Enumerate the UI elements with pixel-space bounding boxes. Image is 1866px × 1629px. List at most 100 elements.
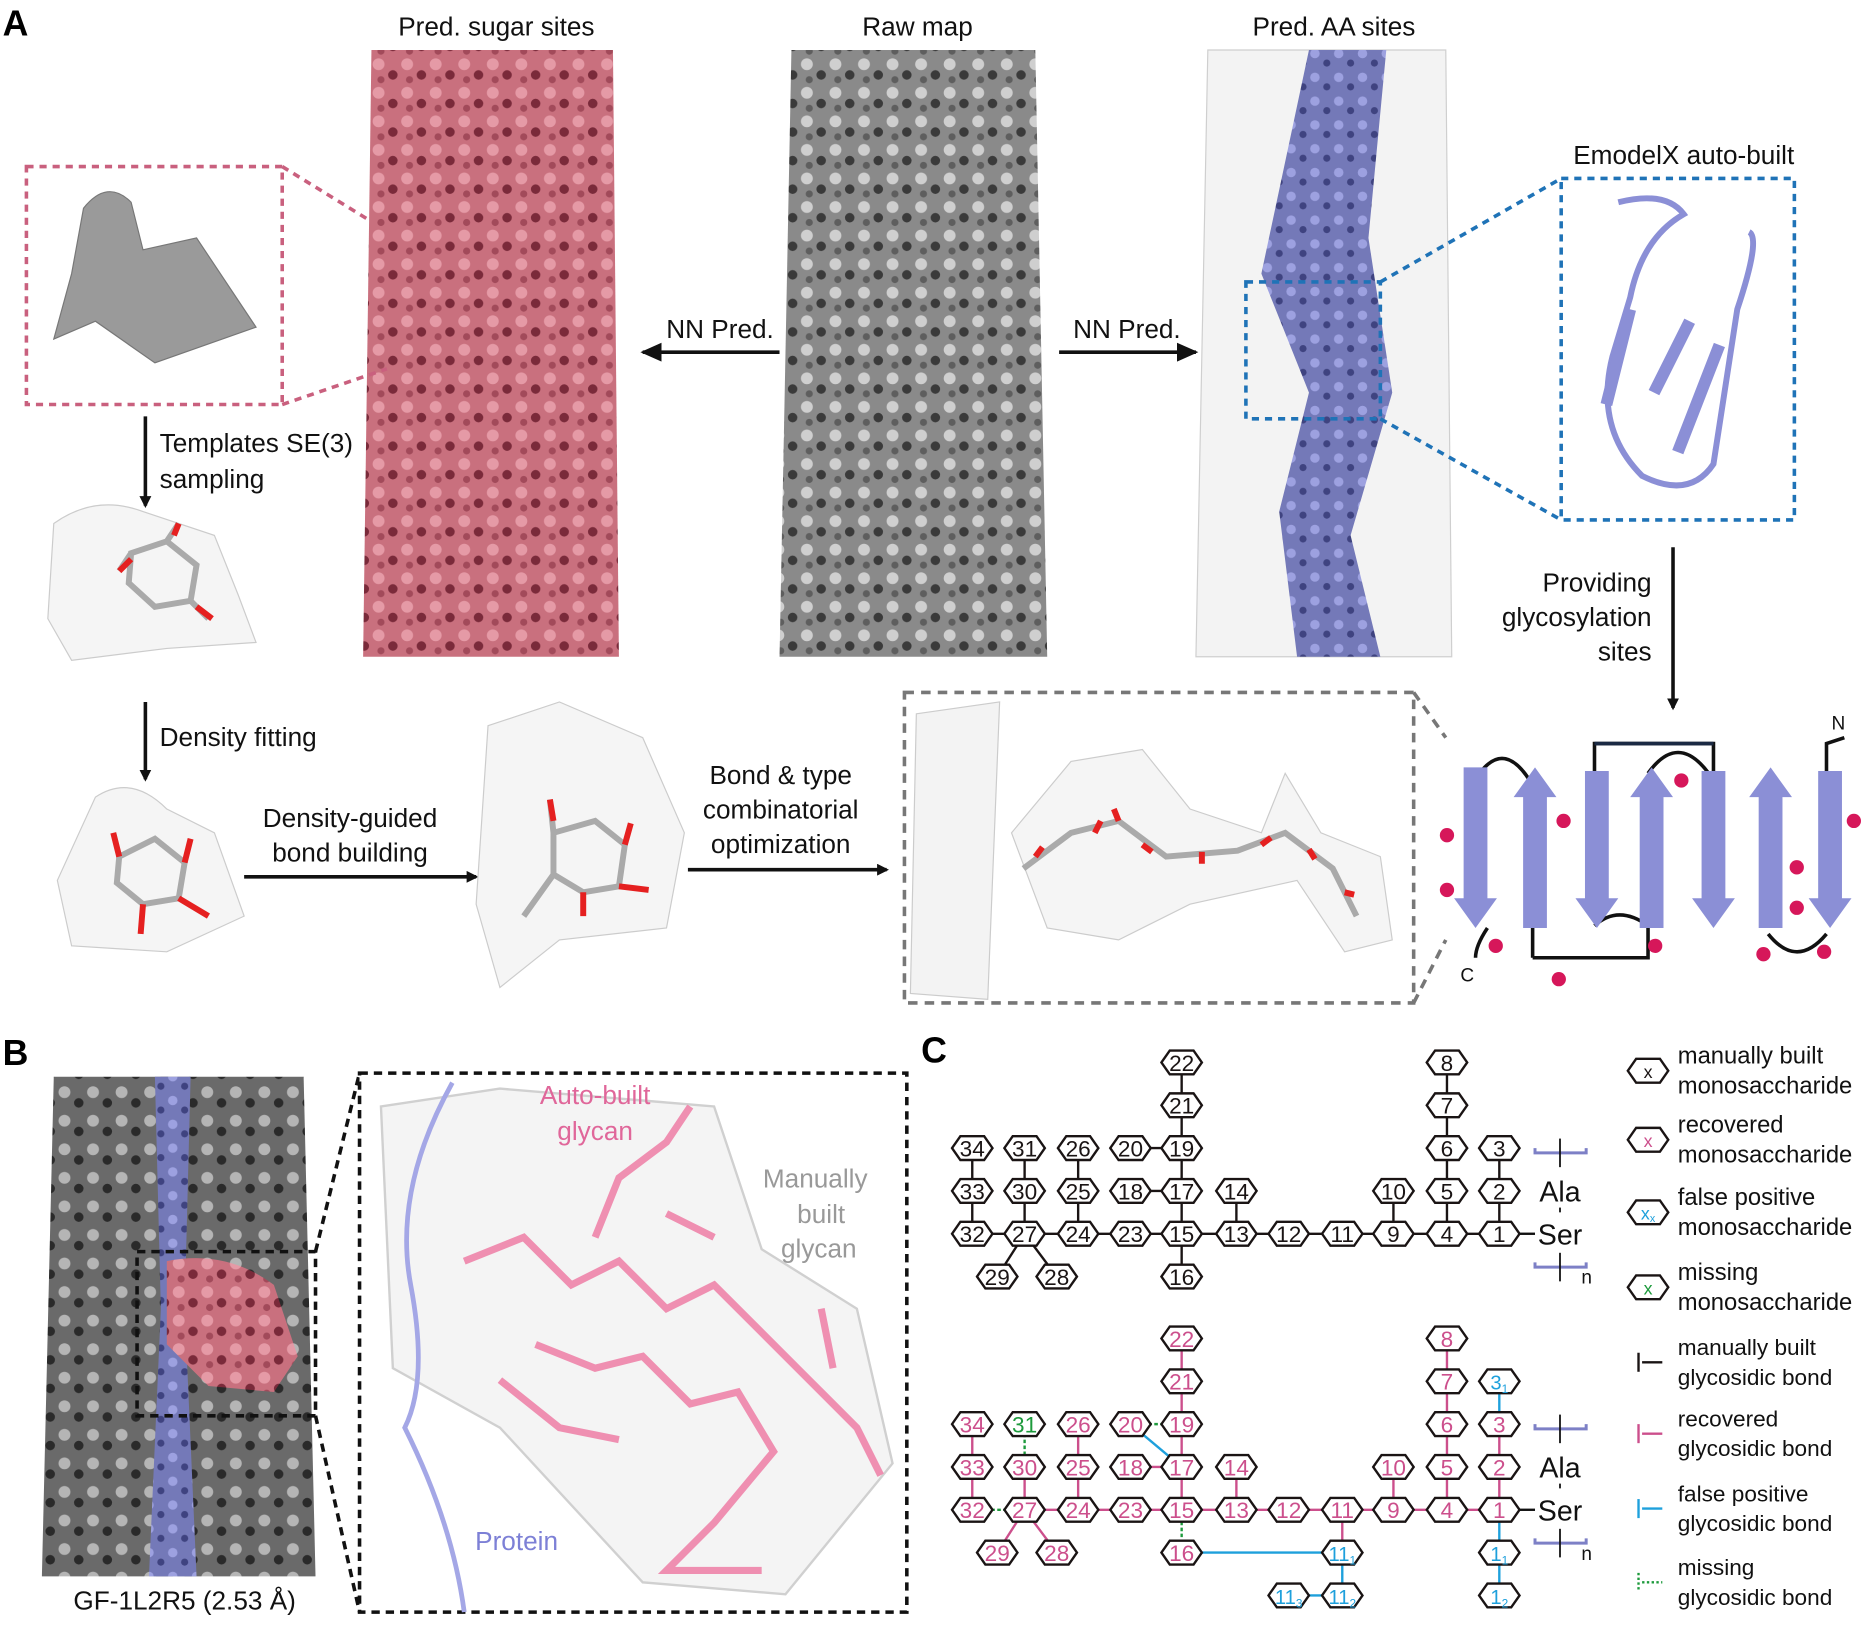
template-zoom-box xyxy=(24,164,284,407)
monosaccharide-node: 34 xyxy=(950,1135,994,1161)
svg-text:33: 33 xyxy=(960,1179,985,1204)
svg-text:21: 21 xyxy=(1169,1370,1194,1395)
residue-ala: Ala xyxy=(1539,1177,1580,1209)
monosaccharide-node: 14 xyxy=(1214,1453,1259,1480)
monosaccharide-node: 12 xyxy=(1267,1496,1311,1523)
monosaccharide-node: 9 xyxy=(1371,1496,1416,1523)
svg-text:4: 4 xyxy=(1441,1498,1454,1523)
svg-text:11: 11 xyxy=(1331,1498,1354,1523)
monosaccharide-node: 29 xyxy=(975,1539,1019,1566)
monosaccharide-node: 5 xyxy=(1425,1453,1469,1480)
svg-text:monosaccharide: monosaccharide xyxy=(1678,1289,1853,1316)
density-guided-label-2: bond building xyxy=(272,837,428,867)
svg-text:29: 29 xyxy=(985,1541,1010,1566)
svg-text:18: 18 xyxy=(1118,1179,1143,1204)
manual-glycan-tree: 1234567891011121314151617181920212223242… xyxy=(950,1049,1592,1290)
monosaccharide-node: 26 xyxy=(1056,1411,1100,1437)
svg-text:8: 8 xyxy=(1441,1327,1454,1352)
templates-label-1: Templates SE(3) xyxy=(160,428,353,458)
auto-glycan-tree: 1234567891011121314151617181920212223242… xyxy=(950,1325,1592,1611)
monosaccharide-node: 25 xyxy=(1056,1453,1100,1480)
svg-text:9: 9 xyxy=(1387,1222,1400,1247)
nn-pred-right-label: NN Pred. xyxy=(1073,314,1181,344)
auto-built-label-1: Auto-built xyxy=(540,1080,651,1110)
monosaccharide-node: 27 xyxy=(1002,1496,1047,1523)
svg-text:32: 32 xyxy=(960,1498,985,1523)
svg-text:monosaccharide: monosaccharide xyxy=(1678,1141,1853,1168)
svg-text:21: 21 xyxy=(1169,1094,1194,1119)
density-guided-label-1: Density-guided xyxy=(263,803,437,833)
svg-text:34: 34 xyxy=(960,1412,985,1437)
monosaccharide-node: 4 xyxy=(1425,1496,1469,1523)
manual-label-2: built xyxy=(797,1199,846,1229)
providing-label-3: sites xyxy=(1598,636,1652,666)
svg-text:recovered: recovered xyxy=(1678,1407,1778,1432)
c-terminus-label: C xyxy=(1460,966,1474,987)
svg-text:20: 20 xyxy=(1118,1136,1143,1161)
svg-text:10: 10 xyxy=(1381,1179,1406,1204)
monosaccharide-node: 11 xyxy=(1477,1539,1521,1568)
monosaccharide-node: 31 xyxy=(1477,1368,1521,1396)
monosaccharide-node: 23 xyxy=(1108,1220,1153,1247)
svg-text:26: 26 xyxy=(1066,1136,1091,1161)
bond-type-label-3: optimization xyxy=(711,829,851,859)
monosaccharide-node: 24 xyxy=(1056,1496,1100,1523)
monosaccharide-node: 10 xyxy=(1371,1177,1416,1204)
monosaccharide-node: 18 xyxy=(1108,1177,1153,1204)
svg-text:4: 4 xyxy=(1441,1222,1454,1247)
svg-text:14: 14 xyxy=(1224,1179,1249,1204)
svg-text:1: 1 xyxy=(1493,1222,1506,1247)
auto-built-glycan xyxy=(462,1104,884,1575)
svg-text:3: 3 xyxy=(1493,1412,1506,1437)
sugar-sites-title: Pred. sugar sites xyxy=(398,12,594,42)
monosaccharide-node: 1 xyxy=(1477,1496,1521,1523)
panel-label-a: A xyxy=(3,4,29,44)
monosaccharide-node: 11 xyxy=(1320,1220,1364,1247)
svg-text:32: 32 xyxy=(960,1222,985,1247)
repeat-n: n xyxy=(1581,1544,1592,1565)
monosaccharide-node: 20 xyxy=(1108,1411,1153,1437)
aa-protein-strand xyxy=(1261,49,1393,657)
svg-text:31: 31 xyxy=(1012,1412,1037,1437)
templates-label-2: sampling xyxy=(160,464,265,494)
svg-text:9: 9 xyxy=(1387,1498,1400,1523)
svg-text:13: 13 xyxy=(1224,1222,1249,1247)
svg-text:30: 30 xyxy=(1012,1455,1037,1480)
monosaccharide-node: 28 xyxy=(1035,1263,1079,1290)
svg-text:11: 11 xyxy=(1331,1222,1354,1247)
svg-text:34: 34 xyxy=(960,1136,985,1161)
monosaccharide-node: 21 xyxy=(1159,1368,1204,1395)
monosaccharide-node: 19 xyxy=(1159,1411,1204,1437)
b-zoom-region xyxy=(135,1249,318,1418)
svg-text:1: 1 xyxy=(1493,1498,1506,1523)
svg-text:manually built: manually built xyxy=(1678,1335,1817,1360)
svg-text:26: 26 xyxy=(1066,1412,1091,1437)
monosaccharide-node: 7 xyxy=(1425,1092,1469,1119)
monosaccharide-node: 8 xyxy=(1425,1325,1469,1352)
svg-text:2: 2 xyxy=(1493,1455,1506,1480)
svg-text:5: 5 xyxy=(1441,1179,1454,1204)
svg-text:18: 18 xyxy=(1118,1455,1143,1480)
svg-text:glycosidic bond: glycosidic bond xyxy=(1678,1585,1832,1610)
svg-text:31: 31 xyxy=(1012,1136,1037,1161)
svg-text:15: 15 xyxy=(1169,1498,1194,1523)
svg-text:x: x xyxy=(1644,1278,1653,1298)
monosaccharide-node: 113 xyxy=(1267,1582,1311,1610)
fitted-density xyxy=(56,787,245,953)
monosaccharide-node: 19 xyxy=(1159,1135,1204,1161)
monosaccharide-node: 1 xyxy=(1477,1220,1521,1247)
sampled-density xyxy=(47,504,257,661)
sugar-template-density xyxy=(52,191,257,364)
providing-label-1: Providing xyxy=(1543,567,1652,597)
protein-cartoon xyxy=(1600,195,1757,489)
svg-text:112: 112 xyxy=(1328,1587,1356,1611)
glycan-model-box xyxy=(902,690,1416,1005)
